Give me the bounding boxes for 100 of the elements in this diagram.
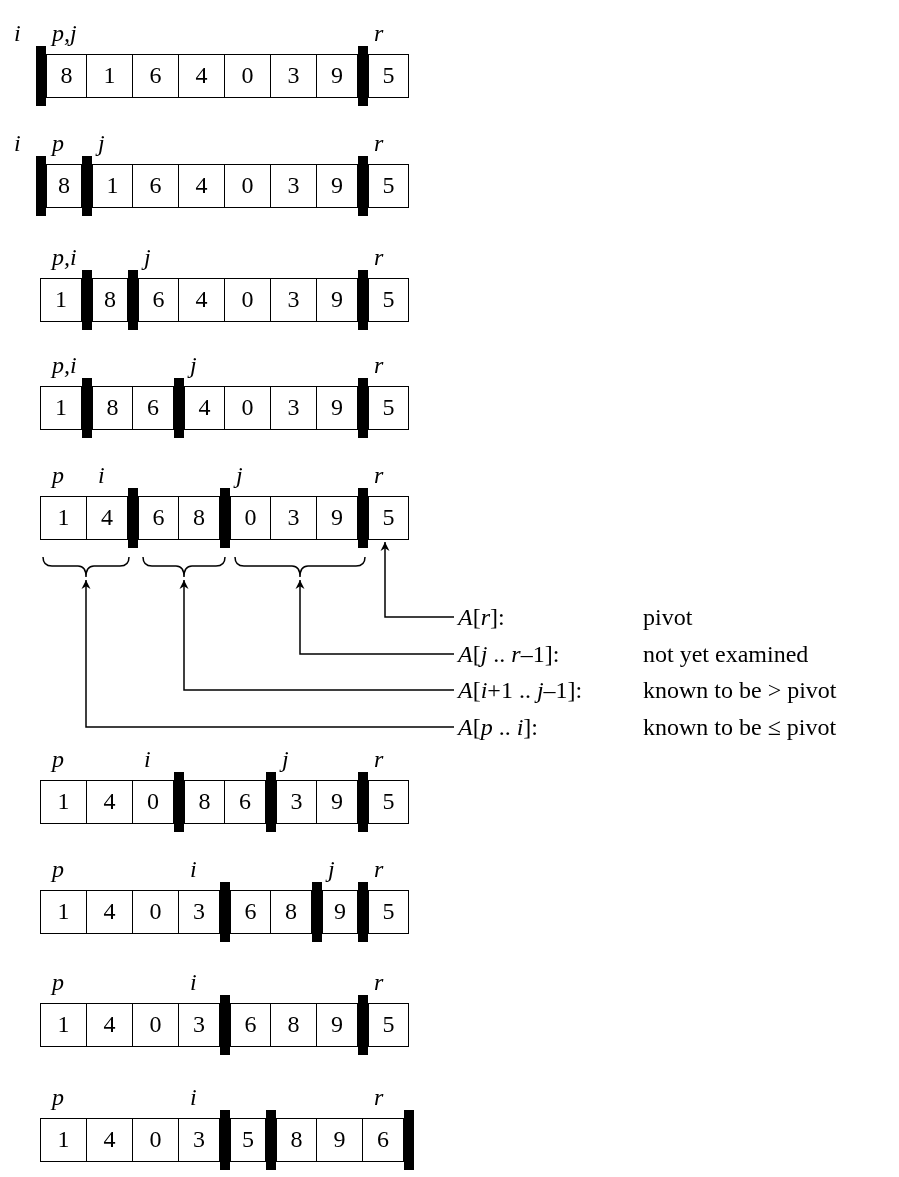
array-cell: 3 xyxy=(270,54,317,98)
index-label: p xyxy=(52,130,64,156)
leader-arrow xyxy=(81,579,455,728)
array-cell: 5 xyxy=(368,278,409,322)
array-cell: 3 xyxy=(178,1003,220,1047)
description-text: pivot xyxy=(643,603,693,632)
array-cell: 9 xyxy=(316,278,358,322)
index-label: p,i xyxy=(52,244,77,270)
index-label: i xyxy=(190,969,197,995)
array-cell: 0 xyxy=(132,890,179,934)
index-label: r xyxy=(374,20,384,46)
array-cell: 5 xyxy=(368,164,409,208)
index-label: p xyxy=(52,462,64,488)
array-cell: 0 xyxy=(224,164,271,208)
array-cell: 5 xyxy=(368,780,409,824)
array-cell: 9 xyxy=(322,890,358,934)
array-cell: 6 xyxy=(230,890,271,934)
array-cell: 4 xyxy=(184,386,225,430)
index-label: r xyxy=(374,1084,384,1110)
array-cell: 3 xyxy=(270,496,317,540)
array-cell: 9 xyxy=(316,386,358,430)
array-cell: 3 xyxy=(178,890,220,934)
array-cell: 1 xyxy=(40,780,87,824)
array-cell: 5 xyxy=(368,1003,409,1047)
array-cell: 3 xyxy=(178,1118,220,1162)
index-label: r xyxy=(374,969,384,995)
array-cell: 4 xyxy=(86,780,133,824)
array-cell: 5 xyxy=(368,386,409,430)
index-label: r xyxy=(374,746,384,772)
index-label: p xyxy=(52,969,64,995)
array-cell: 1 xyxy=(40,890,87,934)
index-label: r xyxy=(374,462,384,488)
curly-brace xyxy=(42,556,130,578)
array-cell: 8 xyxy=(46,164,82,208)
array-cell: 1 xyxy=(40,496,87,540)
index-label: r xyxy=(374,352,384,378)
index-label: i xyxy=(190,856,197,882)
array-cell: 3 xyxy=(270,386,317,430)
array-cell: 4 xyxy=(86,1118,133,1162)
range-label: A[i+1 .. j–1]: xyxy=(458,676,583,705)
array-cell: 6 xyxy=(138,496,179,540)
array-cell: 9 xyxy=(316,164,358,208)
array-cell: 4 xyxy=(86,1003,133,1047)
description-text: known to be ≤ pivot xyxy=(643,713,837,742)
index-label: r xyxy=(374,244,384,270)
array-cell: 0 xyxy=(132,1003,179,1047)
array-cell: 4 xyxy=(86,890,133,934)
index-label: p xyxy=(52,746,64,772)
array-cell: 9 xyxy=(316,1118,363,1162)
array-cell: 9 xyxy=(316,1003,358,1047)
array-cell: 1 xyxy=(40,386,82,430)
array-cell: 3 xyxy=(270,164,317,208)
array-cell: 5 xyxy=(230,1118,266,1162)
array-cell: 6 xyxy=(138,278,179,322)
array-cell: 5 xyxy=(368,54,409,98)
index-label: r xyxy=(374,130,384,156)
description-text: not yet examined xyxy=(643,640,809,669)
range-label: A[r]: xyxy=(458,603,505,632)
array-cell: 6 xyxy=(132,164,179,208)
array-cell: 6 xyxy=(230,1003,271,1047)
index-label: p xyxy=(52,856,64,882)
array-cell: 5 xyxy=(368,890,409,934)
leader-arrow xyxy=(380,541,455,618)
array-cell: 6 xyxy=(132,54,179,98)
array-cell: 1 xyxy=(86,54,133,98)
array-cell: 5 xyxy=(368,496,409,540)
array-cell: 8 xyxy=(270,1003,317,1047)
curly-brace xyxy=(234,556,366,578)
array-cell: 8 xyxy=(92,386,133,430)
index-label: i xyxy=(190,1084,197,1110)
leader-arrow xyxy=(179,579,455,691)
index-label: i xyxy=(144,746,151,772)
index-label: i xyxy=(14,20,21,46)
array-cell: 4 xyxy=(178,54,225,98)
index-label: p,i xyxy=(52,352,77,378)
array-cell: 3 xyxy=(270,278,317,322)
array-cell: 0 xyxy=(224,54,271,98)
index-label: r xyxy=(374,856,384,882)
array-cell: 8 xyxy=(276,1118,317,1162)
array-cell: 4 xyxy=(86,496,128,540)
array-cell: 8 xyxy=(184,780,225,824)
array-cell: 1 xyxy=(40,278,82,322)
array-cell: 0 xyxy=(132,780,174,824)
array-cell: 0 xyxy=(132,1118,179,1162)
range-label: A[j .. r–1]: xyxy=(458,640,560,669)
array-cell: 0 xyxy=(230,496,271,540)
array-cell: 9 xyxy=(316,54,358,98)
array-cell: 9 xyxy=(316,496,358,540)
index-label: i xyxy=(14,130,21,156)
array-cell: 0 xyxy=(224,386,271,430)
array-cell: 1 xyxy=(40,1003,87,1047)
array-cell: 1 xyxy=(40,1118,87,1162)
array-cell: 8 xyxy=(270,890,312,934)
array-cell: 6 xyxy=(224,780,266,824)
leader-arrow xyxy=(295,579,455,655)
array-cell: 8 xyxy=(92,278,128,322)
index-label: p,j xyxy=(52,20,77,46)
array-cell: 6 xyxy=(362,1118,404,1162)
array-cell: 8 xyxy=(46,54,87,98)
array-cell: 4 xyxy=(178,164,225,208)
